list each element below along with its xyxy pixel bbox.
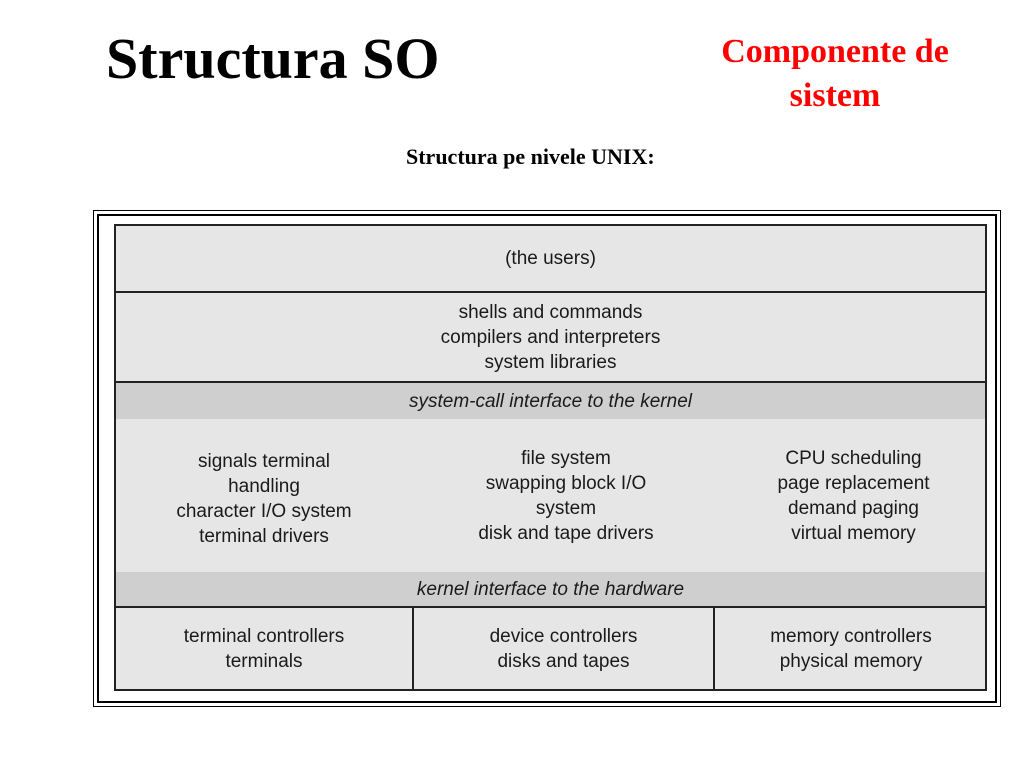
kernel-layer: signals terminal handling character I/O …	[116, 419, 985, 572]
shells-line: shells and commands	[458, 301, 643, 323]
shells-line: system libraries	[484, 351, 617, 373]
shells-layer: shells and commands compilers and interp…	[116, 293, 985, 383]
kernel-item: disk and tape drivers	[478, 522, 654, 544]
hardware-interface-layer: kernel interface to the hardware	[116, 572, 985, 608]
kernel-item: swapping block I/O	[485, 472, 647, 494]
kernel-item: character I/O system	[176, 500, 352, 522]
controller-item: memory controllers	[770, 625, 932, 647]
users-layer: (the users)	[116, 226, 985, 293]
diagram-caption: Structura pe nivele UNIX:	[406, 144, 655, 169]
kernel-item: CPU scheduling	[785, 447, 922, 469]
kernel-item: terminal drivers	[199, 525, 329, 547]
kernel-column-memory: CPU scheduling page replacement demand p…	[720, 419, 987, 572]
controller-item: disks and tapes	[497, 650, 630, 672]
unix-layer-diagram: (the users) shells and commands compiler…	[114, 224, 987, 691]
syscall-interface-layer: system-call interface to the kernel	[116, 383, 985, 419]
controller-cell-device: device controllers disks and tapes	[414, 608, 715, 689]
syscall-interface-label: system-call interface to the kernel	[408, 390, 692, 412]
kernel-item: virtual memory	[791, 522, 916, 544]
kernel-item: handling	[228, 475, 300, 497]
users-label: (the users)	[505, 248, 596, 269]
kernel-column-filesystem: file system swapping block I/O system di…	[412, 419, 720, 572]
subtitle-line: sistem	[789, 77, 881, 114]
slide-title: Structura SO	[106, 26, 440, 91]
controller-cell-terminal: terminal controllers terminals	[116, 608, 414, 689]
kernel-item: page replacement	[777, 472, 930, 494]
slide-subtitle: Componente de sistem	[692, 30, 978, 118]
subtitle-line: Componente de	[721, 33, 949, 70]
controller-item: terminal controllers	[183, 625, 345, 647]
controller-item: physical memory	[779, 650, 923, 672]
controller-item: terminals	[225, 650, 303, 672]
hardware-interface-label: kernel interface to the hardware	[416, 578, 685, 600]
kernel-item: system	[535, 497, 597, 519]
controller-cell-memory: memory controllers physical memory	[715, 608, 987, 689]
kernel-item: signals terminal	[198, 450, 330, 472]
kernel-column-terminal: signals terminal handling character I/O …	[116, 419, 412, 572]
controller-item: device controllers	[489, 625, 638, 647]
shells-line: compilers and interpreters	[440, 326, 661, 348]
controllers-layer: terminal controllers terminals device co…	[116, 608, 985, 689]
kernel-item: demand paging	[788, 497, 919, 519]
kernel-item: file system	[521, 447, 611, 469]
